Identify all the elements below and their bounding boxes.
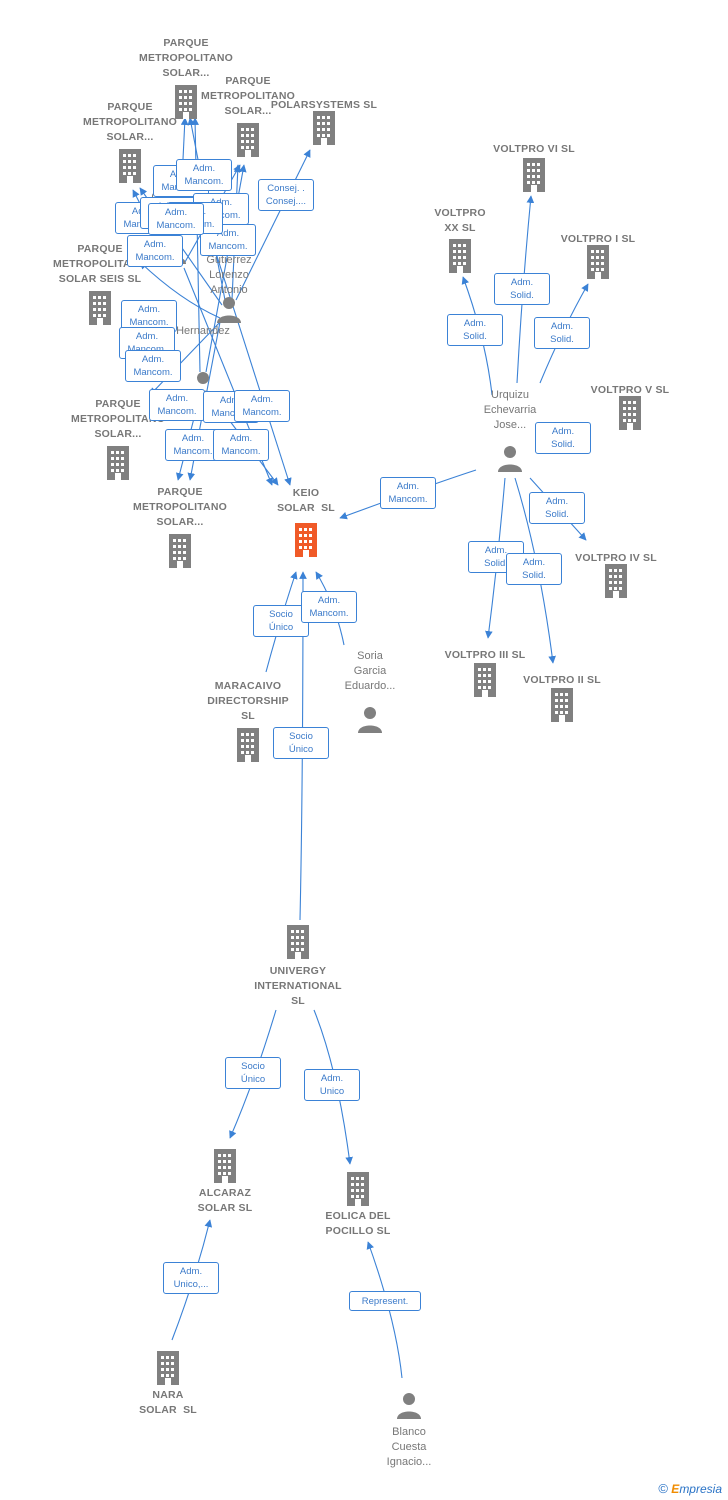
edge-lorenzo-to-pmseis (139, 261, 221, 319)
relation-label[interactable]: Adm. Solid. (494, 273, 550, 305)
relation-label[interactable]: Adm. Mancom. (380, 477, 436, 509)
brand-initial: E (671, 1482, 680, 1496)
building-icon (345, 1172, 371, 1211)
node-label: VOLTPRO I SL (560, 233, 636, 245)
building-icon (603, 564, 629, 603)
relation-label[interactable]: Adm. Solid. (447, 314, 503, 346)
relation-label[interactable]: Adm. Mancom. (127, 235, 183, 267)
node-label: VOLTPRO III SL (444, 649, 526, 661)
relation-label[interactable]: Adm. Mancom. (176, 159, 232, 191)
node-label: ALCARAZ SOLAR SL (197, 1187, 253, 1214)
node-label: PARQUE METROPOLITANO SOLAR... (139, 37, 233, 79)
node-label: Soria Garcia Eduardo... (344, 650, 396, 692)
relation-label[interactable]: Adm. Mancom. (148, 203, 204, 235)
relation-label[interactable]: Consej. . Consej.... (258, 179, 314, 211)
node-label: PARQUE METROPOLITANO SOLAR... (133, 486, 227, 528)
person-icon (215, 295, 243, 328)
node-label: Hernandez (176, 325, 230, 337)
building-icon (235, 123, 261, 162)
edge-lorenzo-to-polarsystems (235, 149, 311, 301)
relation-label[interactable]: Adm. Mancom. (301, 591, 357, 623)
relation-label[interactable]: Represent. (349, 1291, 421, 1311)
relation-label[interactable]: Adm. Mancom. (149, 389, 205, 421)
relation-label[interactable]: Adm. Mancom. (125, 350, 181, 382)
node-label: VOLTPRO XX SL (434, 207, 486, 234)
relation-label[interactable]: Adm. Mancom. (234, 390, 290, 422)
node-label: PARQUE METROPOLITANO SOLAR... (71, 398, 165, 440)
node-label: POLARSYSTEMS SL (270, 99, 378, 111)
node-label: VOLTPRO V SL (590, 384, 670, 396)
node-label: PARQUE METROPOLITANO SOLAR... (83, 101, 177, 143)
building-icon (617, 396, 643, 435)
person-icon (395, 1391, 423, 1424)
relation-label[interactable]: Adm. Solid. (529, 492, 585, 524)
node-label: MARACAIVO DIRECTORSHIP SL (207, 680, 289, 722)
building-icon (472, 663, 498, 702)
building-icon (212, 1149, 238, 1188)
building-icon (117, 149, 143, 188)
relation-label[interactable]: Adm. Solid. (534, 317, 590, 349)
relation-label[interactable]: Socio Único (273, 727, 329, 759)
node-label: PARQUE METROPOLITANO SOLAR... (201, 75, 295, 117)
building-icon (585, 245, 611, 284)
relation-label[interactable]: Socio Único (253, 605, 309, 637)
node-label: VOLTPRO II SL (523, 674, 601, 686)
node-label: UNIVERGY INTERNATIONAL SL (254, 965, 342, 1007)
relation-label[interactable]: Adm. Unico,... (163, 1262, 219, 1294)
relation-label[interactable]: Adm. Mancom. (165, 429, 221, 461)
building-icon (521, 158, 547, 197)
building-icon (155, 1351, 181, 1390)
person-icon (496, 444, 524, 477)
relation-label[interactable]: Adm. Unico (304, 1069, 360, 1101)
node-label: Urquizu Echevarria Jose... (483, 389, 537, 431)
relation-label[interactable]: Adm. Mancom. (121, 300, 177, 332)
building-icon (105, 446, 131, 485)
building-icon (311, 111, 337, 150)
node-label: Gutierrez Lorenzo Antonio (206, 254, 252, 296)
copyright-icon: © (658, 1481, 668, 1496)
node-label: VOLTPRO VI SL (493, 143, 575, 155)
node-label: Blanco Cuesta Ignacio... (386, 1426, 432, 1468)
relation-label[interactable]: Socio Único (225, 1057, 281, 1089)
brand-name: mpresia (679, 1482, 722, 1496)
node-label: VOLTPRO IV SL (575, 552, 657, 564)
edge-lorenzo-to-keio (214, 249, 292, 486)
building-icon (87, 291, 113, 330)
building-icon (235, 728, 261, 767)
node-label: PARQUE METROPOLITANO SOLAR SEIS SL (53, 243, 147, 285)
node-label: KEIO SOLAR SL (277, 487, 335, 514)
relation-label[interactable]: Adm. Solid. (535, 422, 591, 454)
relation-label[interactable]: Adm. Solid. (506, 553, 562, 585)
building-icon (285, 925, 311, 964)
building-icon (549, 688, 575, 727)
node-label: NARA SOLAR SL (139, 1389, 197, 1416)
building-icon (447, 239, 473, 278)
building-icon (167, 534, 193, 573)
relation-label[interactable]: Adm. Mancom. (213, 429, 269, 461)
node-label: EOLICA DEL POCILLO SL (325, 1210, 391, 1237)
building-icon (173, 85, 199, 124)
person-icon (356, 705, 384, 738)
building-icon (293, 523, 319, 562)
brand-watermark: © Empresia (658, 1481, 722, 1496)
edge-blanco-to-eolica (366, 1241, 403, 1379)
